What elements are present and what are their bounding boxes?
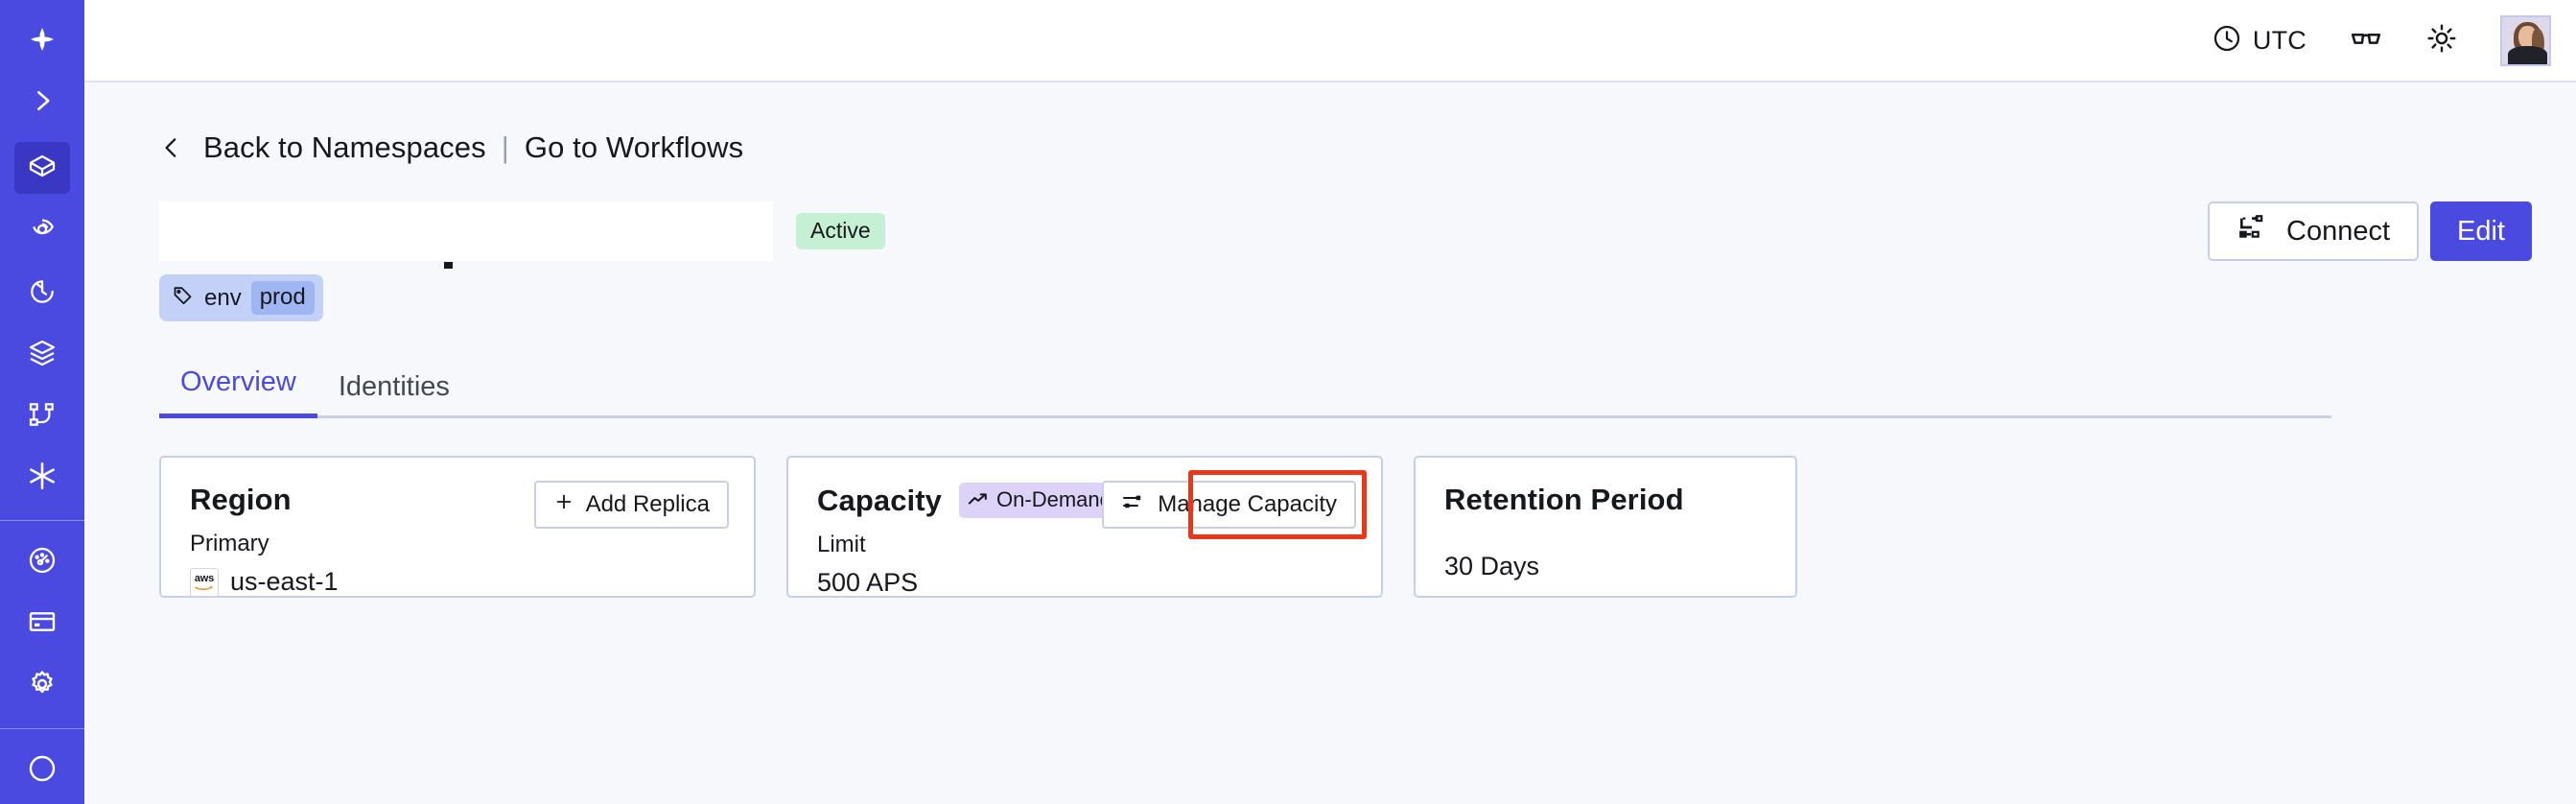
sidebar-item-nexus[interactable] [14, 450, 70, 502]
theme-toggle-button[interactable] [2425, 22, 2458, 59]
retention-card-title: Retention Period [1444, 483, 1684, 516]
connect-flow-icon [2236, 212, 2267, 250]
capacity-value: 500 APS [817, 568, 919, 597]
avatar-body [2508, 45, 2547, 64]
sun-icon [2425, 22, 2458, 59]
capacity-sublabel: Limit [817, 532, 866, 557]
sidebar-item-expand[interactable] [14, 75, 70, 127]
gear-icon [27, 669, 58, 699]
region-card-title: Region [190, 483, 292, 516]
capacity-card-title: Capacity [817, 483, 943, 517]
sidebar-item-namespaces[interactable] [14, 142, 70, 195]
sidebar-item-schedules[interactable] [14, 265, 70, 317]
trending-up-icon [968, 489, 989, 510]
page-content: Back to Namespaces | Go to Workflows Act… [84, 130, 2576, 598]
retention-card: Retention Period 30 Days [1414, 456, 1797, 598]
credit-card-icon [27, 606, 58, 637]
header-actions: Connect Edit [2208, 201, 2532, 261]
retention-card-head: Retention Period [1444, 483, 1767, 517]
sidebar-divider-1 [0, 520, 84, 522]
region-card-head: Region [190, 483, 725, 517]
docs-button[interactable] [2349, 21, 2383, 60]
tab-identities[interactable]: Identities [338, 371, 450, 402]
region-card: Region Add Replica Primary aws [159, 456, 756, 598]
temporal-logo-icon [25, 22, 59, 57]
status-badge: Active [796, 213, 885, 249]
overview-cards: Region Add Replica Primary aws [159, 456, 2532, 598]
eye-target-icon [27, 214, 58, 245]
add-replica-label: Add Replica [585, 491, 710, 517]
asterisk-icon [26, 460, 59, 492]
sidebar-item-logo[interactable] [14, 13, 70, 65]
breadcrumb-divider: | [501, 130, 509, 164]
manage-capacity-label: Manage Capacity [1158, 491, 1337, 517]
sidebar-item-batch[interactable] [14, 327, 70, 379]
avatar[interactable] [2500, 14, 2551, 66]
sidebar-item-usage[interactable] [14, 534, 70, 586]
sidebar-item-help[interactable] [14, 743, 70, 794]
breadcrumb-back-link[interactable]: Back to Namespaces [203, 130, 486, 164]
region-sublabel: Primary [190, 531, 269, 556]
edit-button[interactable]: Edit [2430, 201, 2532, 261]
gauge-icon [27, 545, 58, 576]
breadcrumb-workflows-link[interactable]: Go to Workflows [524, 130, 744, 164]
manage-capacity-button[interactable]: Manage Capacity [1102, 481, 1356, 529]
on-demand-badge-label: On-Demand [996, 487, 1112, 511]
region-value: us-east-1 [230, 567, 339, 596]
connect-button-label: Connect [2286, 215, 2391, 247]
sidebar-item-settings[interactable] [14, 658, 70, 710]
sidebar-divider-2 [0, 727, 84, 729]
add-replica-button[interactable]: Add Replica [533, 481, 729, 529]
timezone-label: UTC [2252, 25, 2307, 55]
region-value-row: aws us-east-1 [190, 567, 725, 597]
clock-icon [2212, 23, 2242, 59]
plus-icon [553, 491, 574, 519]
retention-value: 30 Days [1444, 552, 1540, 580]
sidebar-item-workflows[interactable] [14, 389, 70, 440]
tag-row: env prod [159, 274, 2532, 321]
tag-value: prod [250, 281, 315, 315]
help-circle-icon [27, 753, 58, 784]
on-demand-badge: On-Demand [959, 483, 1122, 518]
chevron-right-icon [28, 86, 57, 115]
sidebar-item-billing[interactable] [14, 596, 70, 648]
chevron-left-icon[interactable] [159, 131, 184, 164]
clock-arrow-icon [27, 276, 58, 307]
cube-icon [27, 153, 58, 183]
glasses-icon [2349, 21, 2383, 60]
sliders-icon [1121, 490, 1144, 520]
connect-button[interactable]: Connect [2208, 201, 2420, 261]
namespace-header-row: Active [159, 201, 2532, 269]
namespace-tag[interactable]: env prod [159, 274, 323, 321]
aws-icon-text: aws [194, 573, 215, 584]
sitemap-icon [27, 399, 58, 430]
topbar: UTC [84, 0, 2576, 83]
layers-icon [27, 338, 58, 368]
timezone-selector[interactable]: UTC [2212, 23, 2307, 59]
sidebar [0, 0, 84, 804]
main-area: UTC [84, 0, 2576, 804]
tag-icon [172, 284, 195, 312]
tab-overview[interactable]: Overview [159, 367, 317, 418]
capacity-card-head: Capacity On-Demand [817, 483, 1352, 518]
aws-icon: aws [190, 567, 219, 597]
page-title [159, 201, 773, 269]
capacity-card: Capacity On-Demand [786, 456, 1383, 598]
breadcrumb: Back to Namespaces | Go to Workflows [159, 130, 2532, 165]
title-redaction-dot [444, 262, 453, 269]
tab-bar: Overview Identities [159, 364, 2331, 418]
tag-key: env [204, 284, 242, 311]
sidebar-item-observability[interactable] [14, 203, 70, 255]
